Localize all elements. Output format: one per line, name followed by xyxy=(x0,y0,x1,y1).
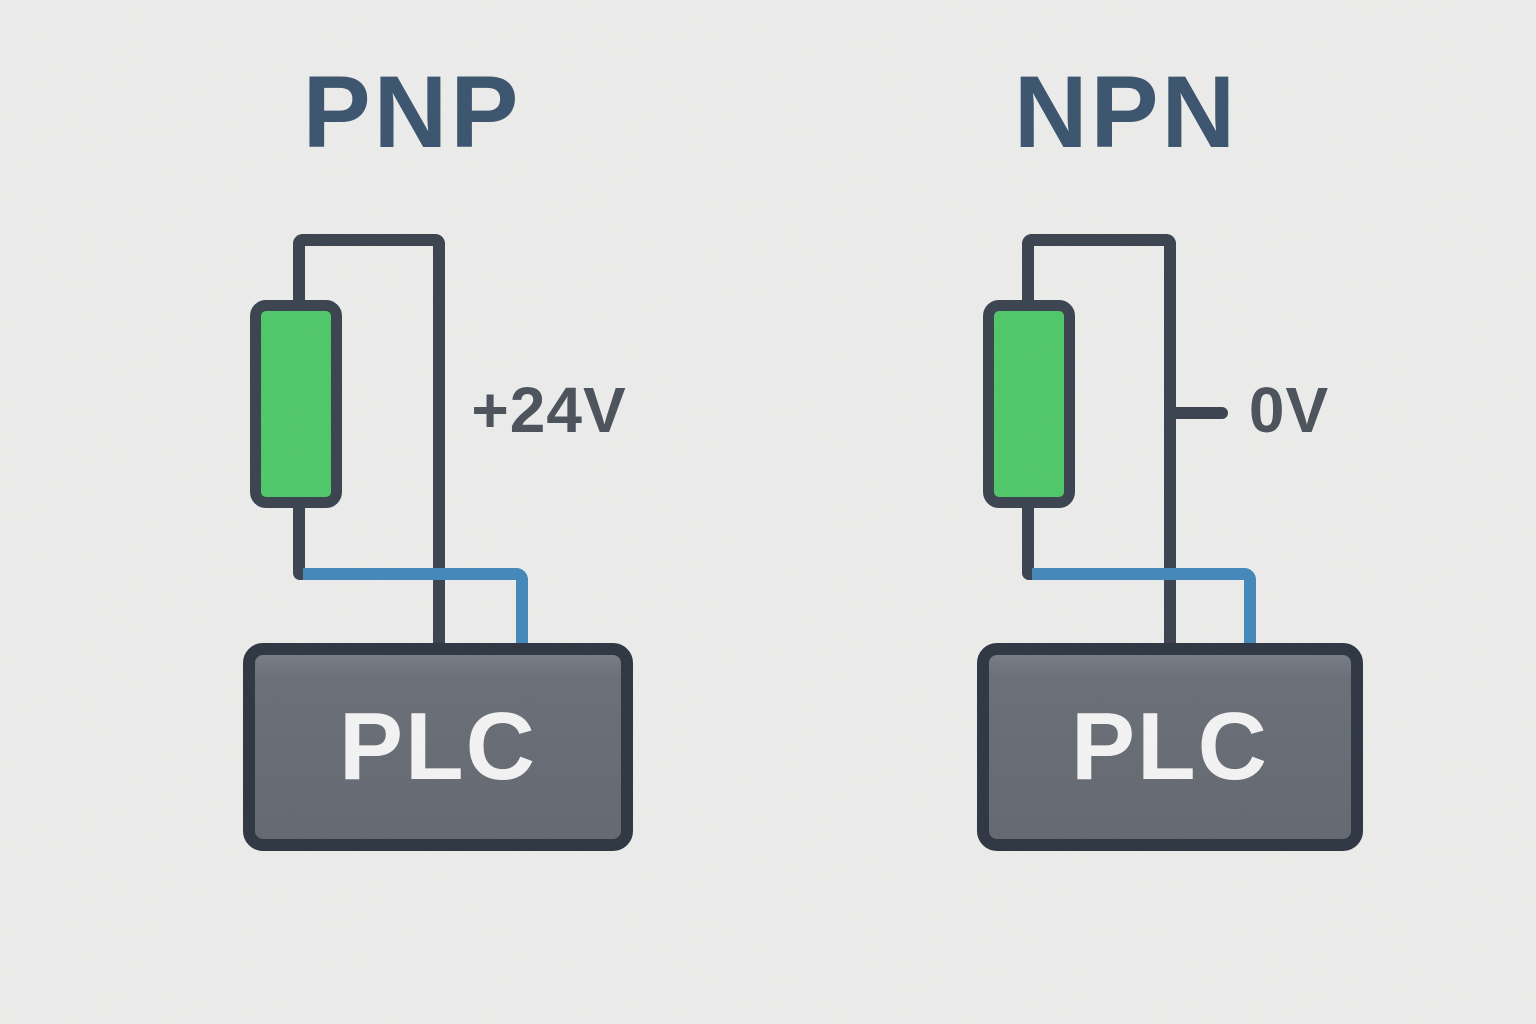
npn-plc-box: PLC xyxy=(977,643,1363,851)
npn-sensor-loop-wire xyxy=(1022,234,1176,304)
npn-voltage-label: 0V xyxy=(1248,374,1330,446)
npn-sensor-body xyxy=(983,300,1075,508)
npn-title: NPN xyxy=(1013,55,1239,169)
npn-signal-wire xyxy=(1032,568,1256,645)
npn-plc-label: PLC xyxy=(1071,693,1269,800)
